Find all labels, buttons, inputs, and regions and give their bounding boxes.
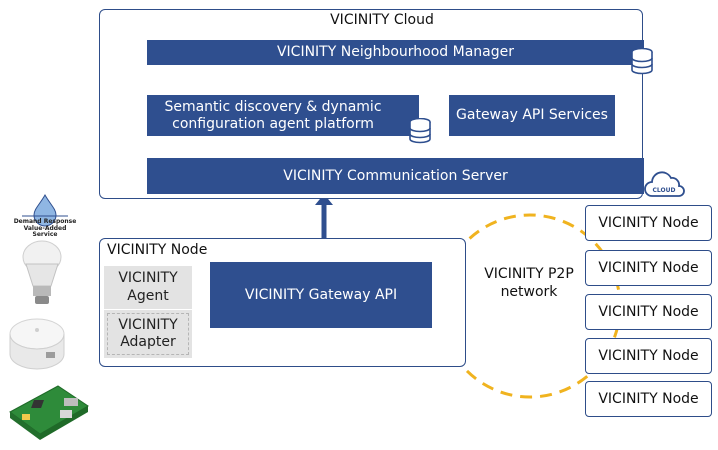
smart-hub-icon xyxy=(9,318,65,370)
vicinity-agent-box: VICINITY Agent xyxy=(104,266,192,309)
vicinity-adapter-box: VICINITY Adapter xyxy=(104,310,192,358)
peer-node: VICINITY Node xyxy=(585,294,712,330)
semantic-platform-box: Semantic discovery & dynamic configurati… xyxy=(147,95,419,136)
peer-node: VICINITY Node xyxy=(585,381,712,417)
database-icon xyxy=(409,118,431,144)
gateway-api-services-box: Gateway API Services xyxy=(449,95,615,136)
peer-node: VICINITY Node xyxy=(585,250,712,286)
cloud-icon-label: CLOUD xyxy=(653,187,676,194)
peer-node: VICINITY Node xyxy=(585,205,712,241)
cloud-title: VICINITY Cloud xyxy=(330,12,434,28)
cloud-icon: CLOUD xyxy=(644,171,685,197)
demand-response-label: Demand Response Value-Added Service xyxy=(13,218,77,239)
node-title: VICINITY Node xyxy=(107,242,208,258)
peer-node: VICINITY Node xyxy=(585,338,712,374)
demand-response-icon xyxy=(22,193,68,227)
communication-server-bar: VICINITY Communication Server xyxy=(147,158,644,194)
p2p-network-label: VICINITY P2P network xyxy=(484,266,574,300)
gateway-api-box: VICINITY Gateway API xyxy=(210,262,432,328)
smart-bulb-icon xyxy=(22,240,62,304)
raspberry-pi-board-icon xyxy=(9,385,89,440)
neighbourhood-manager-bar: VICINITY Neighbourhood Manager xyxy=(147,40,644,65)
database-icon xyxy=(631,48,653,75)
